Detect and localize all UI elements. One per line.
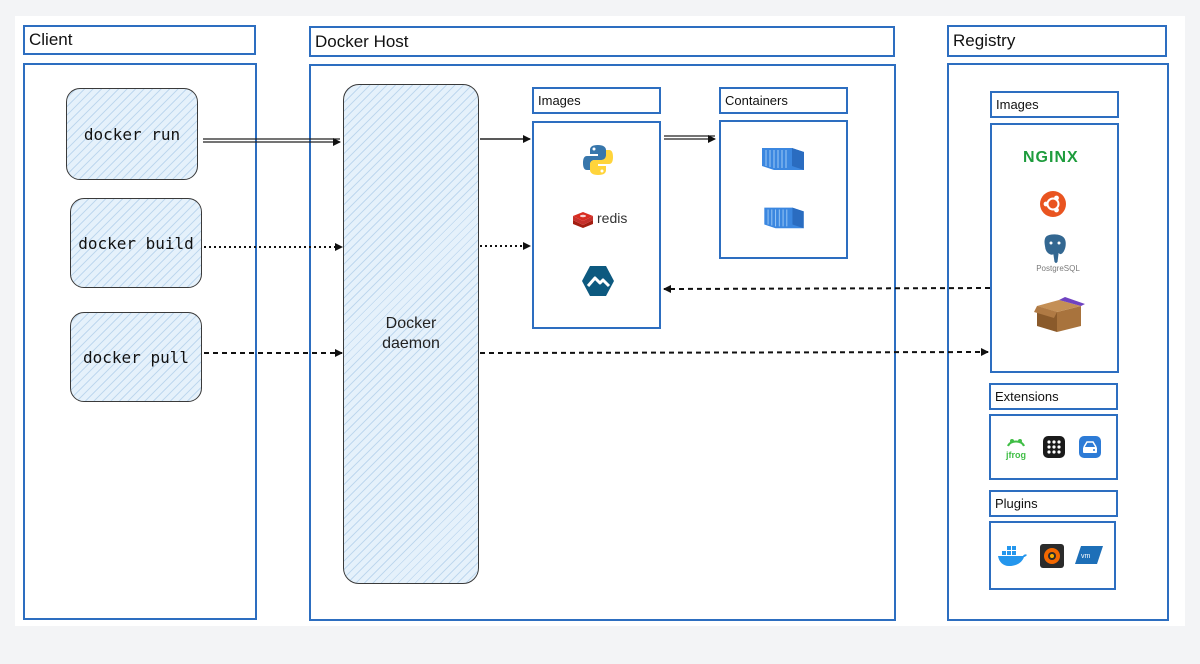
grafana-logo-icon (1040, 544, 1064, 568)
containers-panel (719, 120, 848, 259)
vmware-logo-icon: vm (1075, 546, 1103, 564)
extensions-label: Extensions (989, 383, 1118, 410)
docker-build-command: docker build (70, 198, 202, 288)
svg-text:vm: vm (1081, 553, 1091, 560)
container-icon (764, 207, 804, 229)
client-title: Client (23, 25, 256, 55)
python-logo-icon (583, 145, 613, 175)
container-icon (762, 148, 804, 170)
host-images-label: Images (532, 87, 661, 114)
registry-to-images-arrow (663, 284, 991, 293)
docker-run-command: docker run (66, 88, 198, 180)
cardboard-box-icon (1034, 297, 1085, 332)
registry-images-label: Images (990, 91, 1119, 118)
plugins-label: Plugins (989, 490, 1118, 517)
redis-logo-icon (573, 212, 593, 228)
docker-daemon-block: Docker daemon (343, 84, 479, 584)
alpine-logo-icon (582, 266, 614, 296)
redis-wordmark: redis (597, 210, 628, 226)
nginx-logo: NGINX (1023, 149, 1079, 166)
jfrog-caption: jfrog (1006, 450, 1026, 460)
daemon-to-registry-arrow (479, 348, 989, 357)
ubuntu-logo-icon (1040, 191, 1066, 217)
jfrog-logo-icon (1007, 439, 1025, 447)
postgresql-caption: PostgreSQL (1036, 264, 1080, 273)
postgresql-logo-icon (1043, 233, 1067, 264)
grid-app-icon (1043, 436, 1065, 458)
registry-title: Registry (947, 25, 1167, 57)
docker-host-title: Docker Host (309, 26, 895, 57)
disk-drive-icon (1079, 436, 1101, 458)
containers-label: Containers (719, 87, 848, 114)
docker-whale-logo-icon (998, 546, 1027, 566)
docker-pull-command: docker pull (70, 312, 202, 402)
